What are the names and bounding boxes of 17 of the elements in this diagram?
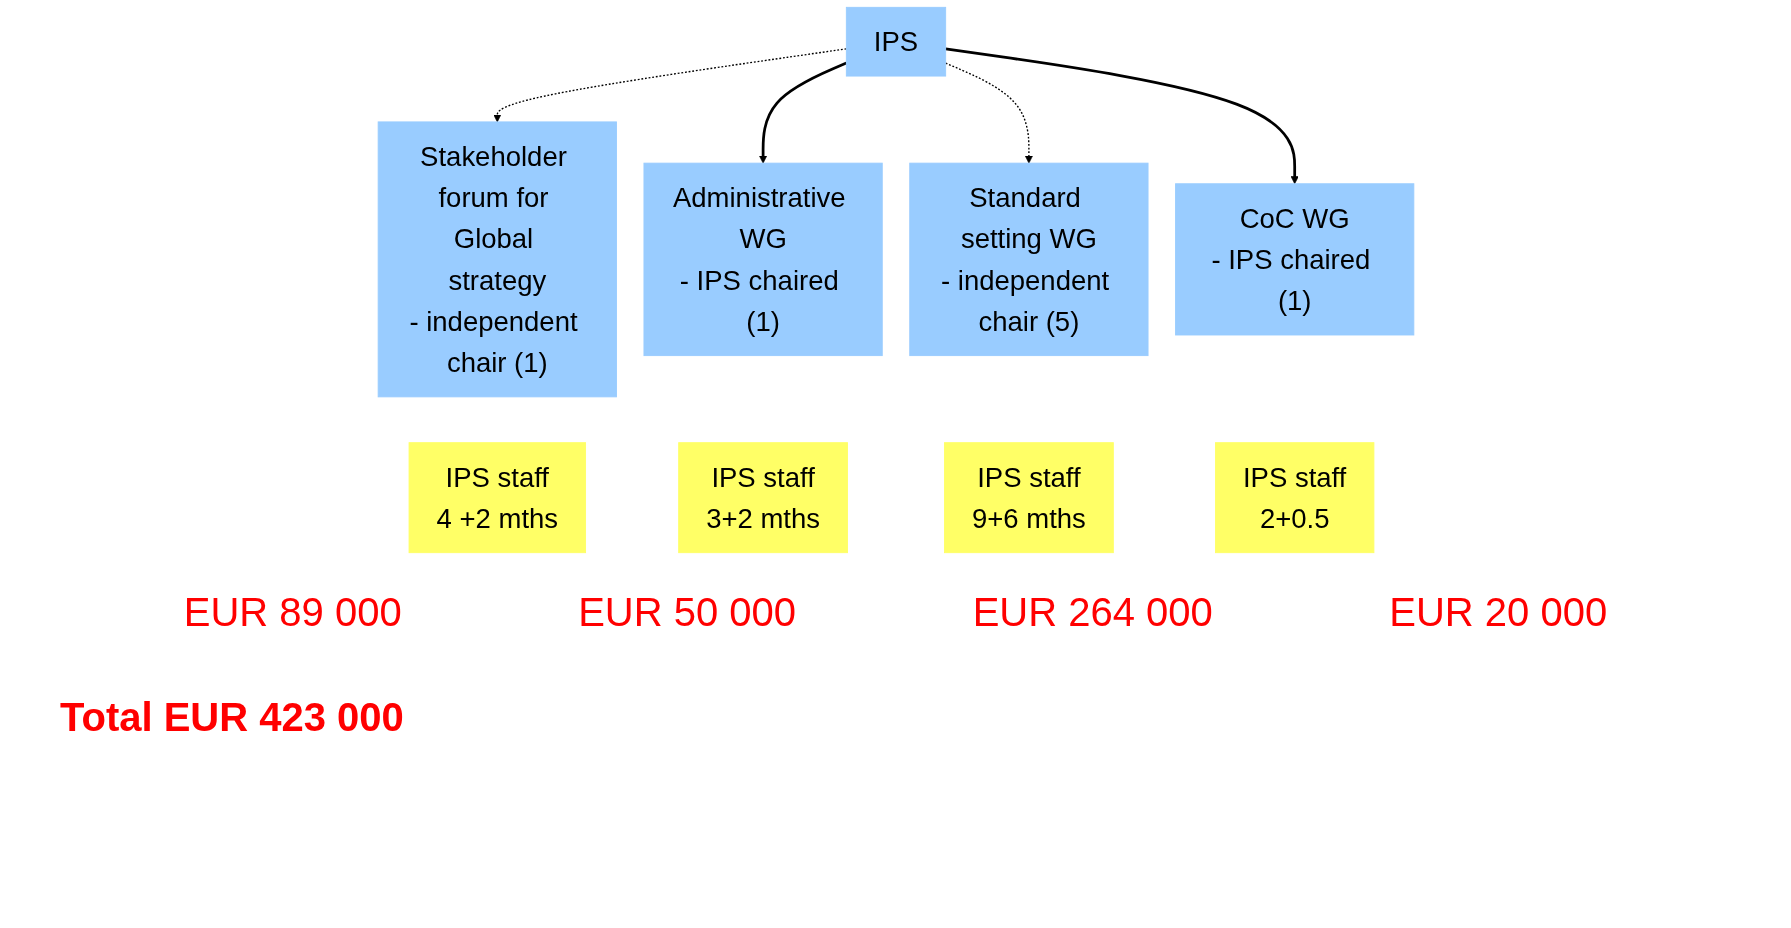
node-box: IPS (845, 6, 946, 77)
arrow (944, 62, 1033, 164)
total-cost: Total EUR 423 000 (60, 695, 404, 740)
cost-label: EUR 89 000 (183, 590, 402, 635)
arrow (758, 61, 847, 164)
arrow (944, 47, 1299, 185)
cost-label: EUR 50 000 (578, 590, 797, 635)
cost-label: EUR 264 000 (972, 590, 1213, 635)
node-box: Administrative WG - IPS chaired (1) (643, 162, 883, 357)
node-box: CoC WG - IPS chaired (1) (1174, 183, 1414, 336)
node-box: Standard setting WG - independent chair (5) (908, 162, 1148, 357)
node-box: IPS staff 2+0.5 (1214, 442, 1374, 554)
node-box: IPS staff 3+2 mths (677, 442, 848, 554)
node-box: IPS staff 4 +2 mths (408, 442, 586, 554)
cost-label: EUR 20 000 (1389, 590, 1608, 635)
node-box: Stakeholder forum for Global strategy - independent chair (1) (377, 121, 617, 398)
node-box: IPS staff 9+6 mths (943, 442, 1114, 554)
